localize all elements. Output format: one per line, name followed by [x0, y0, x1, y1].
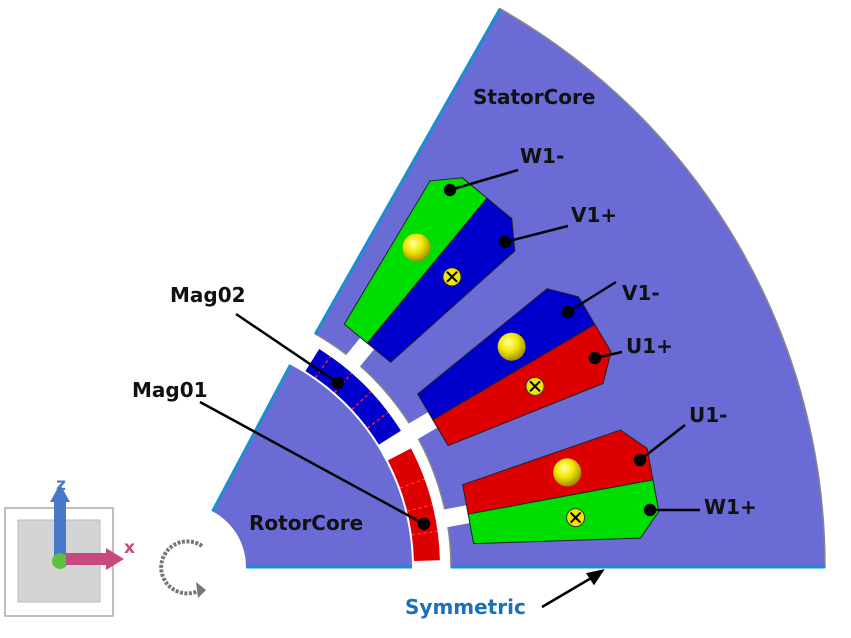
- rotor-core: [212, 364, 412, 567]
- u1-plus-label: U1+: [626, 334, 673, 358]
- w1-plus-label: W1+: [704, 495, 757, 519]
- magnetization-line: [351, 391, 372, 411]
- mag01-magnet: [387, 448, 440, 561]
- mag02-label: Mag02: [170, 283, 246, 307]
- cross-mark: [569, 511, 582, 524]
- slot-1-lower-coil: [467, 479, 660, 545]
- symmetric-label: Symmetric: [405, 595, 526, 619]
- stator-core-label: StatorCore: [473, 85, 595, 109]
- rotor-core-label: RotorCore: [249, 511, 363, 535]
- axis-triad[interactable]: z x: [4, 475, 135, 617]
- y-axis-dot: [52, 553, 68, 569]
- w1-minus-label: W1-: [520, 144, 564, 168]
- magnetization-line: [407, 504, 433, 512]
- v1-plus-label: V1+: [571, 203, 617, 227]
- z-axis-label: z: [56, 475, 66, 495]
- x-axis-arrow: [66, 548, 124, 570]
- slot-3-lower-coil: [366, 197, 516, 363]
- z-axis-arrow: [50, 484, 70, 562]
- magnetization-line: [314, 356, 332, 379]
- current-out-dot-icon: [497, 332, 526, 361]
- cross-mark: [529, 380, 541, 393]
- slot-2-lower-coil: [432, 323, 612, 447]
- current-out-dot-icon: [553, 458, 582, 487]
- magnetization-line: [411, 530, 438, 536]
- x-axis-label: x: [124, 538, 135, 558]
- current-out-dot-icon: [402, 233, 431, 262]
- slot-opening: [438, 504, 475, 529]
- boundary-rotor-edge: [211, 364, 292, 513]
- mag01-label: Mag01: [132, 378, 208, 402]
- magnetization-line: [367, 411, 389, 429]
- v1-minus-label: V1-: [622, 281, 660, 305]
- magnetization-line: [399, 478, 425, 489]
- u1-minus-label: U1-: [689, 403, 727, 427]
- cross-mark: [446, 271, 458, 283]
- leader-lines: [199, 168, 700, 609]
- rotate-view-icon[interactable]: [159, 539, 206, 598]
- boundary-stator-edge: [314, 8, 502, 335]
